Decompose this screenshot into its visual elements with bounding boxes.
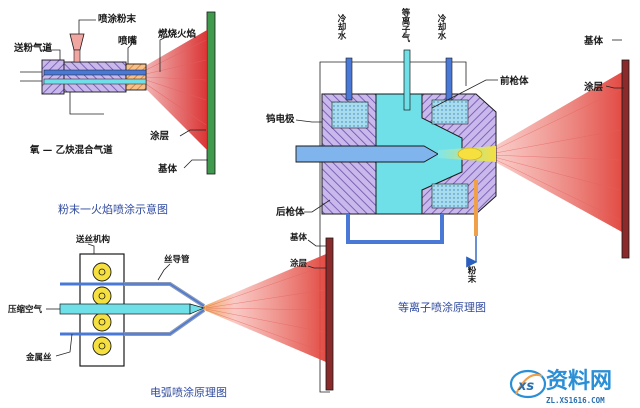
plasma-label-substrate: 基体 bbox=[583, 35, 604, 47]
arc-air-tube bbox=[59, 303, 191, 315]
arc-wire-guide-top bbox=[124, 282, 206, 308]
flame-powder-tube bbox=[73, 49, 81, 63]
flame-caption: 粉末一火焰喷涂示意图 bbox=[58, 202, 168, 216]
flame-label-coating: 涂层 bbox=[150, 130, 170, 142]
plasma-cooling-cavity-left bbox=[331, 101, 369, 129]
arc-caption: 电弧喷涂原理图 bbox=[150, 385, 227, 399]
plasma-gas-inlet bbox=[403, 49, 411, 111]
arc-spray-diagram: 送丝机构 丝导管 压缩空气 金属丝 基体 涂层 电弧喷涂原理图 bbox=[8, 232, 334, 399]
plasma-label-electrode: 钨电极 bbox=[266, 113, 295, 125]
plasma-label-rear-gun: 后枪体 bbox=[276, 206, 305, 218]
arc-label-feed-mech: 送丝机构 bbox=[75, 234, 111, 245]
flame-gun-body bbox=[63, 61, 127, 93]
flame-gun-rear bbox=[41, 59, 65, 95]
plasma-caption: 等离子喷涂原理图 bbox=[398, 300, 486, 314]
watermark-text: 资料网 bbox=[546, 369, 612, 394]
plasma-arc-flame bbox=[457, 147, 483, 161]
plasma-electrode bbox=[295, 145, 439, 163]
arc-substrate bbox=[325, 237, 334, 391]
arc-label-coating: 涂层 bbox=[290, 258, 308, 269]
plasma-cooling-cavity-right bbox=[431, 99, 469, 125]
flame-feed-channel bbox=[43, 69, 147, 76]
watermark: xs 资料网 ZL.XS1616.COM bbox=[509, 369, 612, 405]
arc-label-metal-wire: 金属丝 bbox=[25, 352, 52, 363]
flame-label-gas-mix: 氧 — 乙炔混合气道 bbox=[29, 144, 113, 156]
flame-label-nozzle: 喷嘴 bbox=[118, 35, 138, 47]
plasma-label-coating: 涂层 bbox=[584, 81, 604, 93]
arc-nozzle-tip bbox=[189, 303, 206, 315]
flame-substrate bbox=[206, 11, 216, 175]
watermark-url: ZL.XS1616.COM bbox=[546, 396, 605, 405]
arc-label-air: 压缩空气 bbox=[8, 304, 43, 315]
arc-spray-cone bbox=[204, 254, 326, 362]
plasma-spray-cone bbox=[488, 72, 622, 232]
plasma-label-cool-right: 冷却水 bbox=[436, 13, 447, 40]
plasma-label-powder: 粉末 bbox=[466, 265, 477, 284]
flame-label-feed-gas: 送粉气道 bbox=[13, 42, 53, 54]
flame-label-substrate: 基体 bbox=[157, 163, 178, 175]
plasma-substrate bbox=[621, 59, 630, 259]
svg-text:xs: xs bbox=[517, 379, 534, 394]
plasma-cooling-cavity-bottom bbox=[431, 183, 469, 209]
xs-logo-icon: xs bbox=[509, 369, 547, 399]
flame-gun-nozzle bbox=[125, 63, 147, 91]
arc-label-wire-guide: 丝导管 bbox=[164, 254, 190, 265]
flame-streaks bbox=[145, 39, 207, 126]
arc-label-substrate: 基体 bbox=[289, 232, 308, 243]
flame-powder-hopper bbox=[69, 33, 85, 51]
flame-label-flame: 燃烧火焰 bbox=[158, 28, 196, 40]
plasma-spray-diagram: 冷却水 等离子气 冷却水 前枪体 钨电极 后枪体 粉末 基体 涂层 等离子喷涂原… bbox=[266, 7, 630, 393]
plasma-label-front-gun: 前枪体 bbox=[500, 75, 529, 87]
plasma-water-loop bbox=[346, 214, 444, 244]
flame-gas-channel bbox=[43, 78, 147, 85]
flame-spray-diagram: 喷涂粉末 送粉气道 喷嘴 燃烧火焰 涂层 基体 氧 — 乙炔混合气道 粉末一火焰… bbox=[13, 11, 216, 216]
flame-label-powder: 喷涂粉末 bbox=[98, 13, 137, 25]
arc-rollers bbox=[92, 262, 112, 356]
plasma-spray-streaks bbox=[489, 89, 621, 221]
plasma-cool-inlet-left bbox=[345, 57, 353, 101]
plasma-label-cool-left: 冷却水 bbox=[336, 13, 347, 40]
plasma-label-plasma-gas: 等离子气 bbox=[400, 7, 411, 43]
arc-spray-streaks bbox=[205, 265, 325, 353]
plasma-cool-inlet-right bbox=[445, 57, 453, 101]
